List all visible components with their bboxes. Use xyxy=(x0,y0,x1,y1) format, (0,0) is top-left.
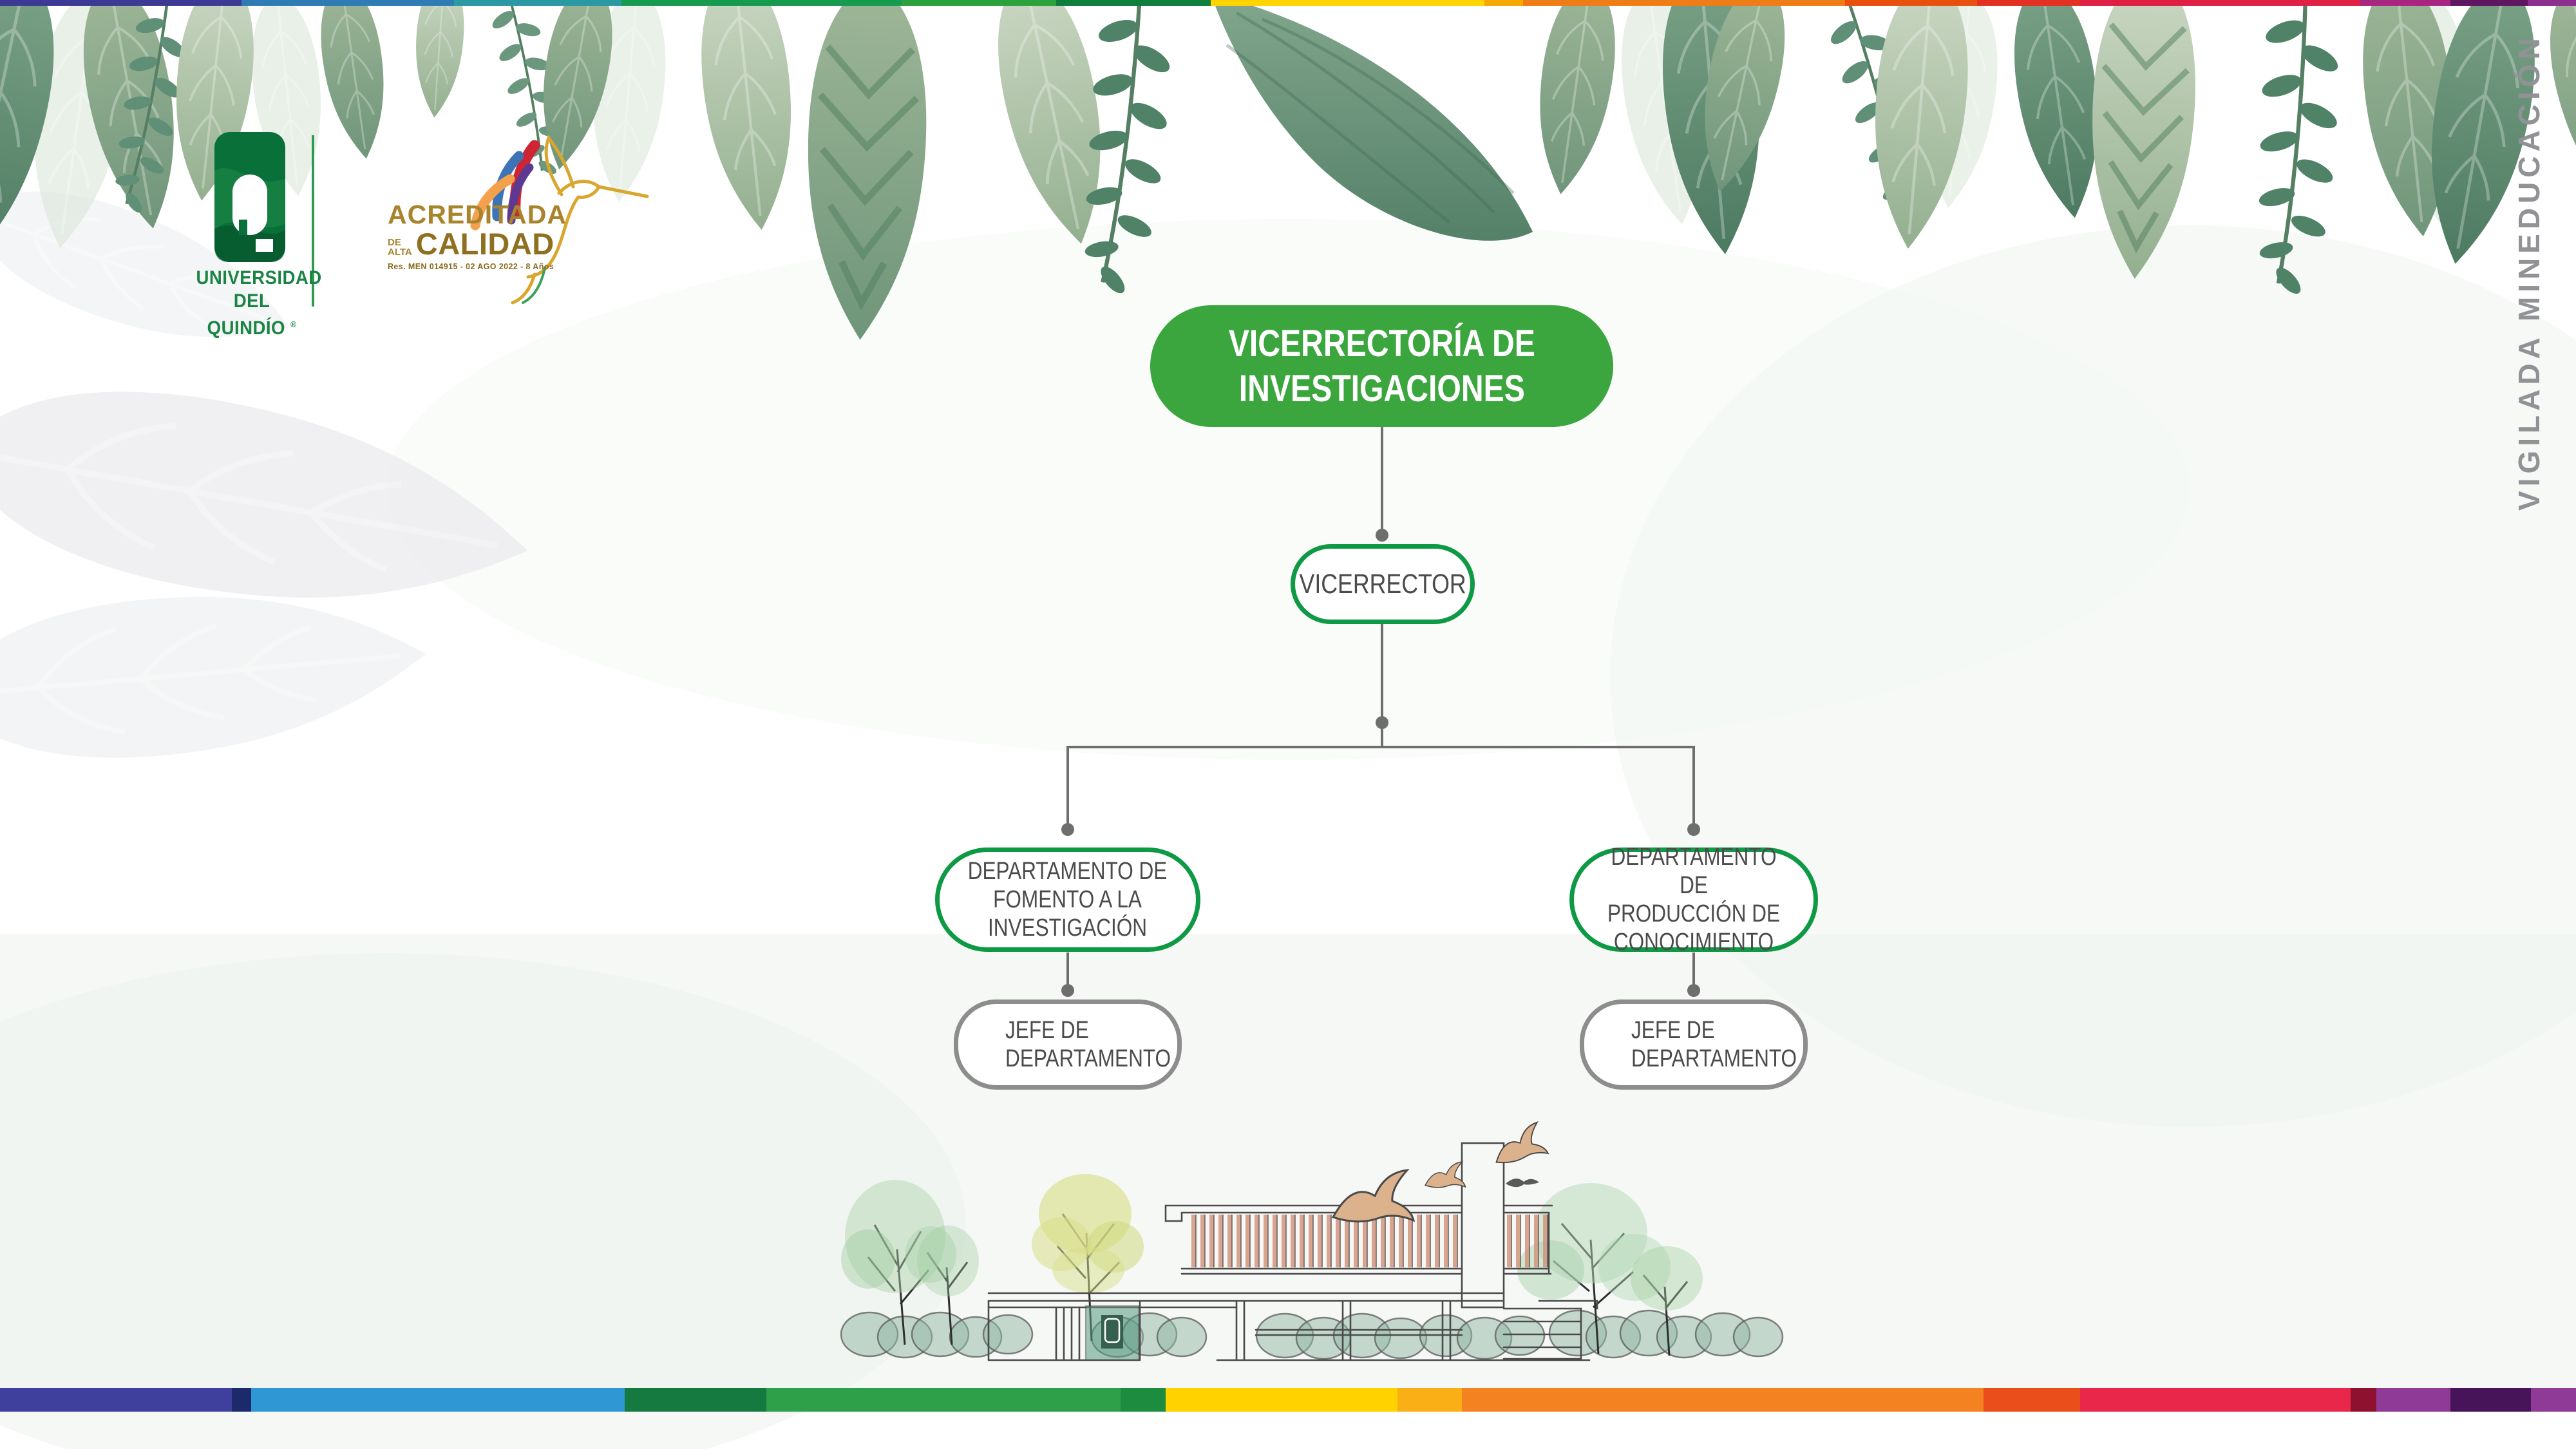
connector-dot-jefe-left xyxy=(1061,984,1074,997)
connector-horizontal-bar xyxy=(1066,746,1695,748)
stripe-segment xyxy=(2351,1388,2376,1412)
stripe-segment xyxy=(2531,1388,2576,1412)
accreditation-resolution: Res. MEN 014915 - 02 AGO 2022 - 8 Años xyxy=(388,262,554,271)
accreditation-lockup: ACREDITADA DE ALTA CALIDAD Res. MEN 0149… xyxy=(388,200,567,271)
stripe-segment xyxy=(2450,1388,2531,1412)
stripe-segment xyxy=(2080,0,2360,6)
stripe-segment xyxy=(1056,0,1211,6)
connector-right-branch xyxy=(1692,746,1695,824)
stripe-segment xyxy=(1977,0,2080,6)
org-root-line1: VICERRECTORÍA DE xyxy=(1228,322,1535,365)
bottom-rainbow-stripe xyxy=(0,1388,2576,1412)
dept-produccion-line1: DEPARTAMENTO DE xyxy=(1611,844,1777,899)
org-node-departamento-produccion: DEPARTAMENTO DE PRODUCCIÓN DE CONOCIMIEN… xyxy=(1569,844,1818,956)
org-vicerrector-label: VICERRECTOR xyxy=(1299,569,1466,600)
org-node-jefe-departamento-right: JEFE DE DEPARTAMENTO xyxy=(1580,999,1808,1090)
connector-dot-dept-left xyxy=(1061,823,1074,836)
stripe-segment xyxy=(1845,0,1977,6)
stripe-segment xyxy=(1984,1388,2080,1412)
connector-dot-dept-right xyxy=(1687,823,1700,836)
stripe-segment xyxy=(1166,1388,1397,1412)
connector-dot-jefe-right xyxy=(1687,984,1700,997)
campus-illustration xyxy=(840,1121,1784,1361)
dept-fomento-line2: FOMENTO A LA xyxy=(993,886,1142,913)
stripe-segment xyxy=(1462,1388,1984,1412)
stripe-segment xyxy=(232,1388,251,1412)
stripe-segment xyxy=(242,0,454,6)
connector-junction-stub xyxy=(1381,728,1383,747)
org-node-jefe-departamento-left: JEFE DE DEPARTAMENTO xyxy=(954,999,1182,1090)
stripe-segment xyxy=(2528,0,2576,6)
logo-divider xyxy=(312,135,314,307)
stripe-segment xyxy=(0,0,242,6)
university-wordmark: UNIVERSIDAD DEL QUINDÍO ® xyxy=(191,267,321,340)
org-node-vicerrectoria-investigaciones: VICERRECTORÍA DE INVESTIGACIONES xyxy=(1150,305,1613,427)
stripe-segment xyxy=(2080,1388,2351,1412)
connector-dot-vicerrector xyxy=(1376,529,1388,542)
accreditation-de-alta: DE ALTA xyxy=(388,237,412,258)
org-root-line2: INVESTIGACIONES xyxy=(1238,367,1525,410)
dept-produccion-line2: PRODUCCIÓN DE xyxy=(1607,900,1781,927)
dept-fomento-line1: DEPARTAMENTO DE xyxy=(968,858,1168,885)
jefe-left-line1: JEFE DE xyxy=(1005,1017,1089,1044)
stripe-segment xyxy=(454,0,621,6)
stripe-segment xyxy=(2376,1388,2450,1412)
accreditation-calidad: CALIDAD xyxy=(415,227,554,261)
stripe-segment xyxy=(251,1388,625,1412)
registered-mark: ® xyxy=(290,319,297,329)
stripe-segment xyxy=(2360,0,2450,6)
dept-produccion-line3: CONOCIMIENTO xyxy=(1613,929,1774,956)
jefe-right-line1: JEFE DE xyxy=(1631,1017,1715,1044)
stripe-segment xyxy=(625,1388,766,1412)
stripe-segment xyxy=(2450,0,2528,6)
jefe-right-line2: DEPARTAMENTO xyxy=(1631,1045,1797,1072)
stripe-segment xyxy=(621,0,902,6)
accreditation-title: ACREDITADA xyxy=(388,200,567,229)
top-rainbow-stripe xyxy=(0,0,2576,6)
stripe-segment xyxy=(1523,0,1845,6)
dept-fomento-line3: INVESTIGACIÓN xyxy=(988,914,1148,942)
university-logo-mark xyxy=(214,132,285,262)
org-node-departamento-fomento: DEPARTAMENTO DE FOMENTO A LA INVESTIGACI… xyxy=(935,848,1200,952)
stripe-segment xyxy=(0,1388,232,1412)
stripe-segment xyxy=(902,0,1056,6)
university-wordmark-line1: UNIVERSIDAD xyxy=(196,267,322,289)
connector-vicerrector-down xyxy=(1381,624,1383,717)
stripe-segment xyxy=(766,1388,1121,1412)
jefe-left-line2: DEPARTAMENTO xyxy=(1005,1045,1171,1072)
stripe-segment xyxy=(1121,1388,1166,1412)
stripe-segment xyxy=(1484,0,1523,6)
leaf-border xyxy=(0,0,2576,342)
connector-dept-left-down xyxy=(1066,952,1069,986)
stripe-segment xyxy=(1397,1388,1462,1412)
vigilada-mineducacion-label: VIGILADA MINEDUCACIÓN xyxy=(2512,33,2546,511)
stripe-segment xyxy=(1211,0,1484,6)
university-wordmark-line2: DEL QUINDÍO ® xyxy=(207,290,297,339)
connector-dot-junction xyxy=(1376,716,1388,729)
connector-left-branch xyxy=(1066,746,1069,824)
org-node-vicerrector: VICERRECTOR xyxy=(1291,544,1475,624)
connector-root-to-vicerrector xyxy=(1381,427,1383,530)
hummingbird-logo xyxy=(470,134,649,305)
connector-dept-right-down xyxy=(1692,952,1695,986)
